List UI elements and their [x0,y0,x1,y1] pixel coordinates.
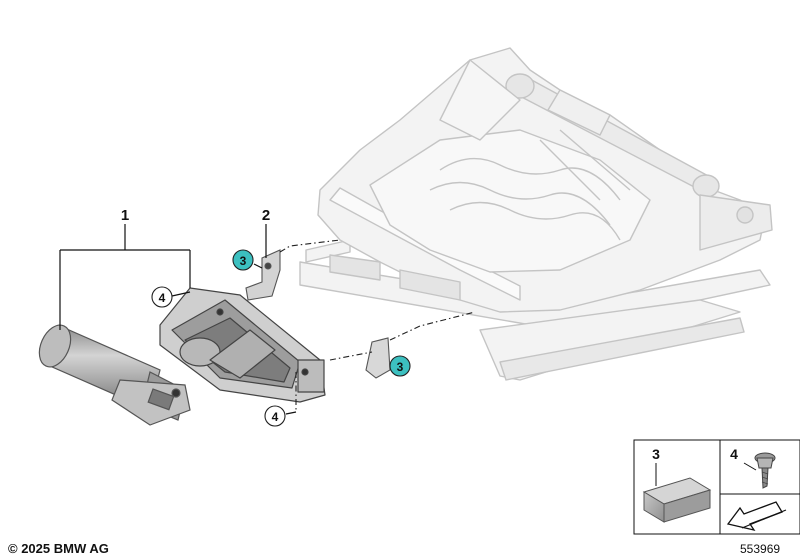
copyright-notice: © 2025 BMW AG [8,541,109,556]
legend-4-label: 4 [730,446,738,462]
legend-item-3: 3 [633,439,721,535]
assembly-leaders [279,239,476,412]
legend-item-4: 4 [719,439,800,535]
callout-2: 2 [262,207,270,224]
bracket-upper [245,249,281,301]
seat-frame [299,47,773,381]
callout-4-marker-b [264,405,286,427]
callout-1: 1 [121,207,129,224]
callout-4b: 4 [272,410,279,424]
legend-3-label: 3 [652,446,660,462]
callout-3a: 3 [240,254,247,268]
callout-3-marker-a [232,249,254,271]
bracket-lower [365,337,391,379]
callout-4-marker-a [151,286,173,308]
arrow-icon [726,501,783,532]
callout-3-marker-b [389,355,411,377]
image-number: 553969 [740,542,781,556]
callout-4a: 4 [159,291,166,305]
callout-3b: 3 [397,360,404,374]
actuator-motor [38,324,191,426]
